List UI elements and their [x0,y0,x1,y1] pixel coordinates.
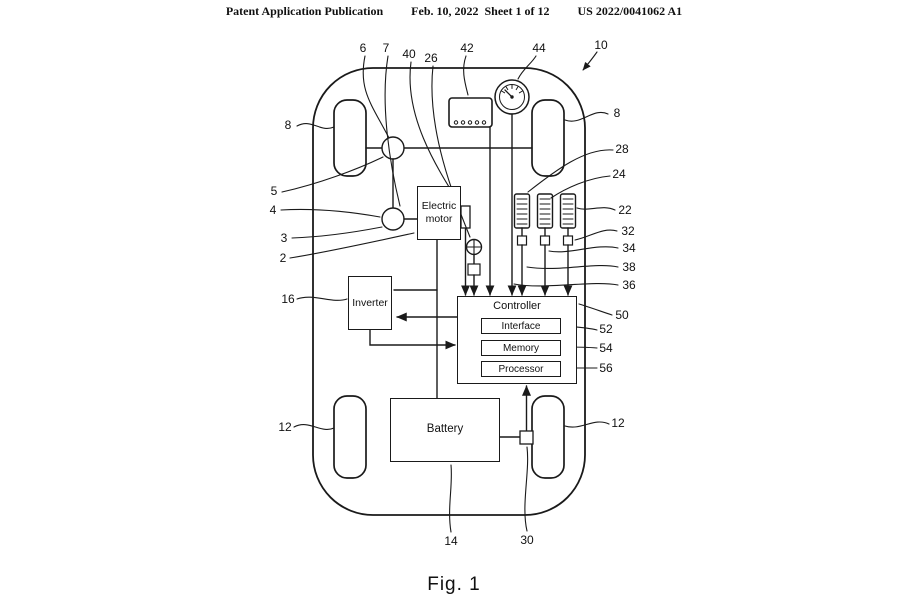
figure-caption: Fig. 1 [427,574,481,595]
inverter-to-controller-arrow [369,329,456,350]
leader-5 [281,156,384,193]
electric-motor-label: Electric motor [421,200,457,225]
leader-24 [550,175,611,199]
processor-label: Processor [498,363,544,375]
controller-label: Controller [493,300,541,312]
leader-7 [384,55,401,207]
display-device-icon [448,97,493,128]
leader-4 [280,208,381,218]
header-publication: Patent Application Publication [225,4,384,18]
header-document-number: US 2022/0041062 A1 [577,4,683,18]
ref-numeral-26: 26 [424,51,438,65]
ref-numeral-5: 5 [270,184,278,198]
leader-22 [576,207,616,211]
leader-6 [362,55,390,139]
pedal-2 [536,193,554,246]
ref-numeral-8-right: 8 [613,106,621,120]
ref-numeral-40: 40 [402,47,416,61]
leader-2 [289,232,415,259]
axle-gear-circle [381,136,405,160]
pedal-1 [513,193,531,246]
ref-numeral-6: 6 [359,41,367,55]
battery-label: Battery [426,423,464,436]
header-date-sheet: Feb. 10, 2022 Sheet 1 of 12 [411,4,550,18]
leader-12-left [293,424,335,430]
memory-label: Memory [502,342,540,354]
ref-numeral-30: 30 [520,533,534,547]
leader-30 [524,446,529,532]
battery-sensor-box [519,430,534,445]
ref-numeral-2: 2 [279,251,287,265]
pedal-1-sensor-box [516,235,528,246]
leader-44 [517,55,537,80]
ref-numeral-36: 36 [622,278,636,292]
drivetrain [365,136,533,231]
gauge-icon [494,79,530,115]
leader-38 [526,265,619,269]
leader-14 [449,464,452,533]
wheel-rear-left [333,395,367,479]
leader-40 [409,61,460,204]
wheel-front-left [333,99,367,177]
electric-motor-box: Electric motor [417,186,461,240]
pedal-2-sensor-box [539,235,551,246]
leader-34 [548,246,619,253]
leader-26 [431,65,471,238]
connectors [369,239,531,438]
motor-resolver-rect [460,205,471,229]
battery-box: Battery [390,398,500,462]
processor-box: Processor [481,361,561,377]
reduction-gear-circle [381,207,405,231]
leader-50 [578,303,613,316]
inverter-box: Inverter [348,276,392,330]
ref-numeral-52: 52 [599,322,613,336]
sensor-cross-icon [465,238,483,256]
leader-10-arrow [582,51,598,71]
leader-12-right [564,421,610,428]
wheels [333,99,565,479]
page-header: Patent Application Publication Feb. 10, … [0,4,908,19]
ref-numeral-32: 32 [621,224,635,238]
pedal-3 [559,193,577,246]
ref-numeral-12-left: 12 [278,420,292,434]
leader-32 [574,229,618,241]
leader-8-right [564,111,609,122]
ref-numeral-10: 10 [594,38,608,52]
leader-28 [527,149,614,193]
pedal-3-sensor-box [562,235,574,246]
leader-3 [291,226,383,239]
vehicle-body-outline [312,67,586,516]
wheel-rear-right [531,395,565,479]
ref-numeral-50: 50 [615,308,629,322]
ref-numeral-24: 24 [612,167,626,181]
ref-numeral-34: 34 [622,241,636,255]
rotation-sensor [465,238,483,276]
ref-numeral-56: 56 [599,361,613,375]
interface-label: Interface [501,320,541,332]
ref-numeral-4: 4 [269,203,277,217]
ref-numeral-28: 28 [615,142,629,156]
wheel-front-right [531,99,565,177]
ref-numeral-7: 7 [382,41,390,55]
ref-numeral-22: 22 [618,203,632,217]
leader-8-left [296,123,335,129]
ref-numeral-16: 16 [281,292,295,306]
interface-box: Interface [481,318,561,334]
ref-numeral-8-left: 8 [284,118,292,132]
signal-lines [461,113,573,296]
ref-numeral-12-right: 12 [611,416,625,430]
leader-36 [513,283,619,287]
inverter-label: Inverter [352,296,388,309]
leader-42 [463,55,469,96]
leader-16 [296,296,348,301]
memory-box: Memory [481,340,561,356]
sensor-box [467,263,481,276]
ref-numeral-38: 38 [622,260,636,274]
ref-numeral-44: 44 [532,41,546,55]
ref-numeral-42: 42 [460,41,474,55]
ref-numeral-54: 54 [599,341,613,355]
ref-numeral-3: 3 [280,231,288,245]
ref-numeral-14: 14 [444,534,458,548]
